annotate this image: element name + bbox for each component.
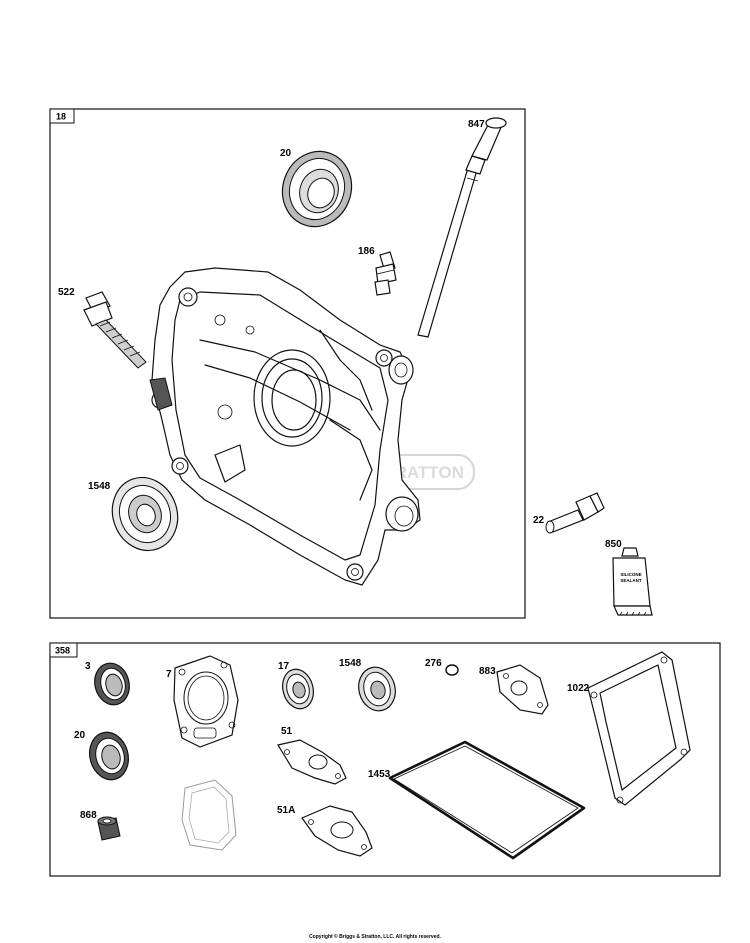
gasket-883	[496, 664, 549, 715]
callout-850: 850	[605, 539, 622, 550]
callout-1453: 1453	[368, 769, 391, 780]
callout-51: 51	[281, 726, 293, 737]
callout-847: 847	[468, 119, 485, 130]
gasket-1453	[388, 740, 586, 860]
gasket-51	[277, 739, 347, 785]
gasket-1022	[587, 651, 691, 806]
oil-sensor-522	[83, 291, 147, 369]
callout-22: 22	[533, 515, 545, 526]
gasket-51a	[301, 805, 373, 857]
fitting-186	[374, 251, 397, 296]
callout-276: 276	[425, 658, 442, 669]
callout-3: 3	[85, 661, 91, 672]
callout-186: 186	[358, 246, 375, 257]
callout-868: 868	[80, 810, 97, 821]
callout-1548-kit: 1548	[339, 658, 362, 669]
valve-seal-868	[97, 816, 121, 841]
bearing-17	[282, 668, 314, 710]
callout-51a: 51A	[277, 805, 295, 816]
dipstick-tube-847	[417, 117, 507, 338]
group-box-18: 18	[49, 108, 526, 619]
callout-7: 7	[166, 669, 172, 680]
copyright-footer: Copyright © Briggs & Stratton, LLC. All …	[309, 934, 441, 940]
bolt-22	[545, 492, 605, 534]
oil-seal-3	[94, 662, 130, 706]
oil-seal-20-kit	[89, 731, 129, 781]
group-box-358: 358	[49, 642, 721, 877]
group-label-358: 358	[55, 646, 70, 656]
o-ring-276	[445, 664, 459, 676]
oil-seal-20-top	[281, 150, 353, 228]
callout-522: 522	[58, 287, 75, 298]
callout-17: 17	[278, 661, 290, 672]
tube-label-line2: SEALANT	[620, 578, 642, 583]
bearing-1548-kit	[358, 666, 396, 712]
callout-20-kit: 20	[74, 730, 86, 741]
valve-cover-gasket	[181, 779, 237, 851]
bearing-1548-top	[111, 476, 179, 552]
tube-label-line1: SILICONE	[620, 572, 641, 577]
callout-1548-top: 1548	[88, 481, 111, 492]
callout-1022: 1022	[567, 683, 590, 694]
group-label-18: 18	[56, 112, 66, 122]
head-gasket-7	[173, 655, 239, 748]
callout-20-top: 20	[280, 148, 292, 159]
crankcase-cover	[149, 267, 421, 586]
callout-883: 883	[479, 666, 496, 677]
sealant-tube-850: SILICONE SEALANT	[612, 547, 653, 616]
